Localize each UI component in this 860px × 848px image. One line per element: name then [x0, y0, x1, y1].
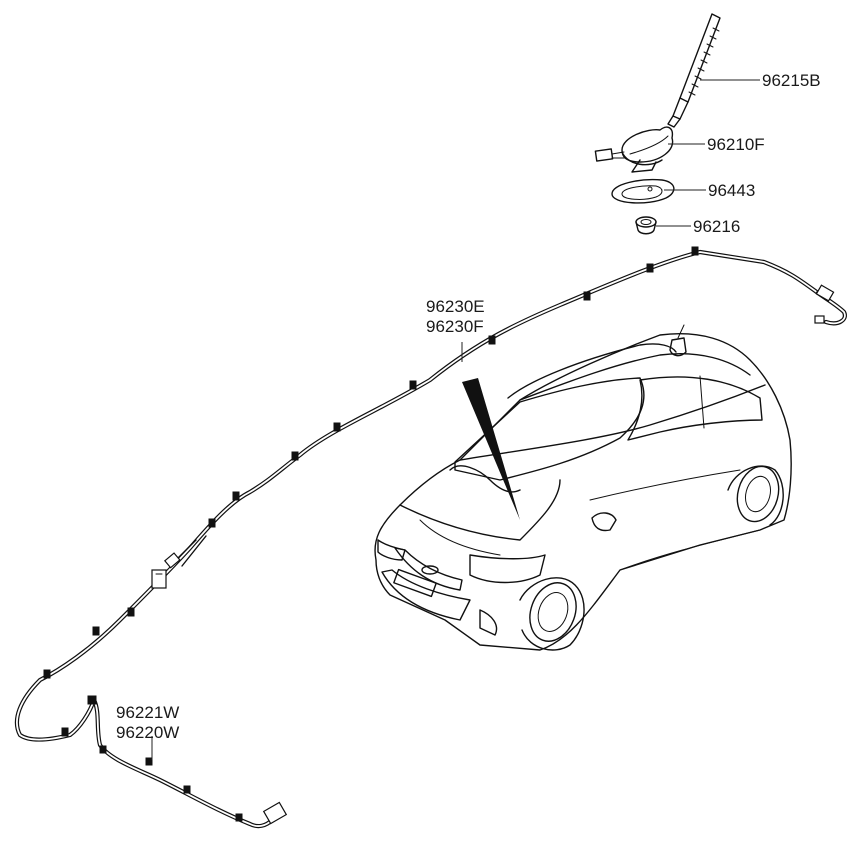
- part-label-96215B: 96215B: [762, 71, 821, 90]
- extension-cable-icon[interactable]: [87, 695, 288, 829]
- antenna-base-icon[interactable]: [594, 126, 674, 173]
- antenna-mast-icon[interactable]: [667, 13, 721, 128]
- roof-cable-path: [507, 343, 677, 399]
- part-label-96220W: 96220W: [116, 723, 179, 742]
- antenna-pad-icon[interactable]: [611, 178, 675, 204]
- part-label-96221W: 96221W: [116, 703, 179, 722]
- part-label-96230E: 96230E: [426, 297, 485, 316]
- antenna-nut-icon[interactable]: [635, 216, 657, 235]
- part-label-96443: 96443: [708, 181, 755, 200]
- routing-pointer: [462, 378, 520, 520]
- part-label-96216: 96216: [693, 217, 740, 236]
- hatchback-car-icon: [374, 324, 792, 651]
- feeder-cable-icon[interactable]: [14, 246, 847, 742]
- part-label-96210F: 96210F: [707, 135, 765, 154]
- part-label-96230F: 96230F: [426, 317, 484, 336]
